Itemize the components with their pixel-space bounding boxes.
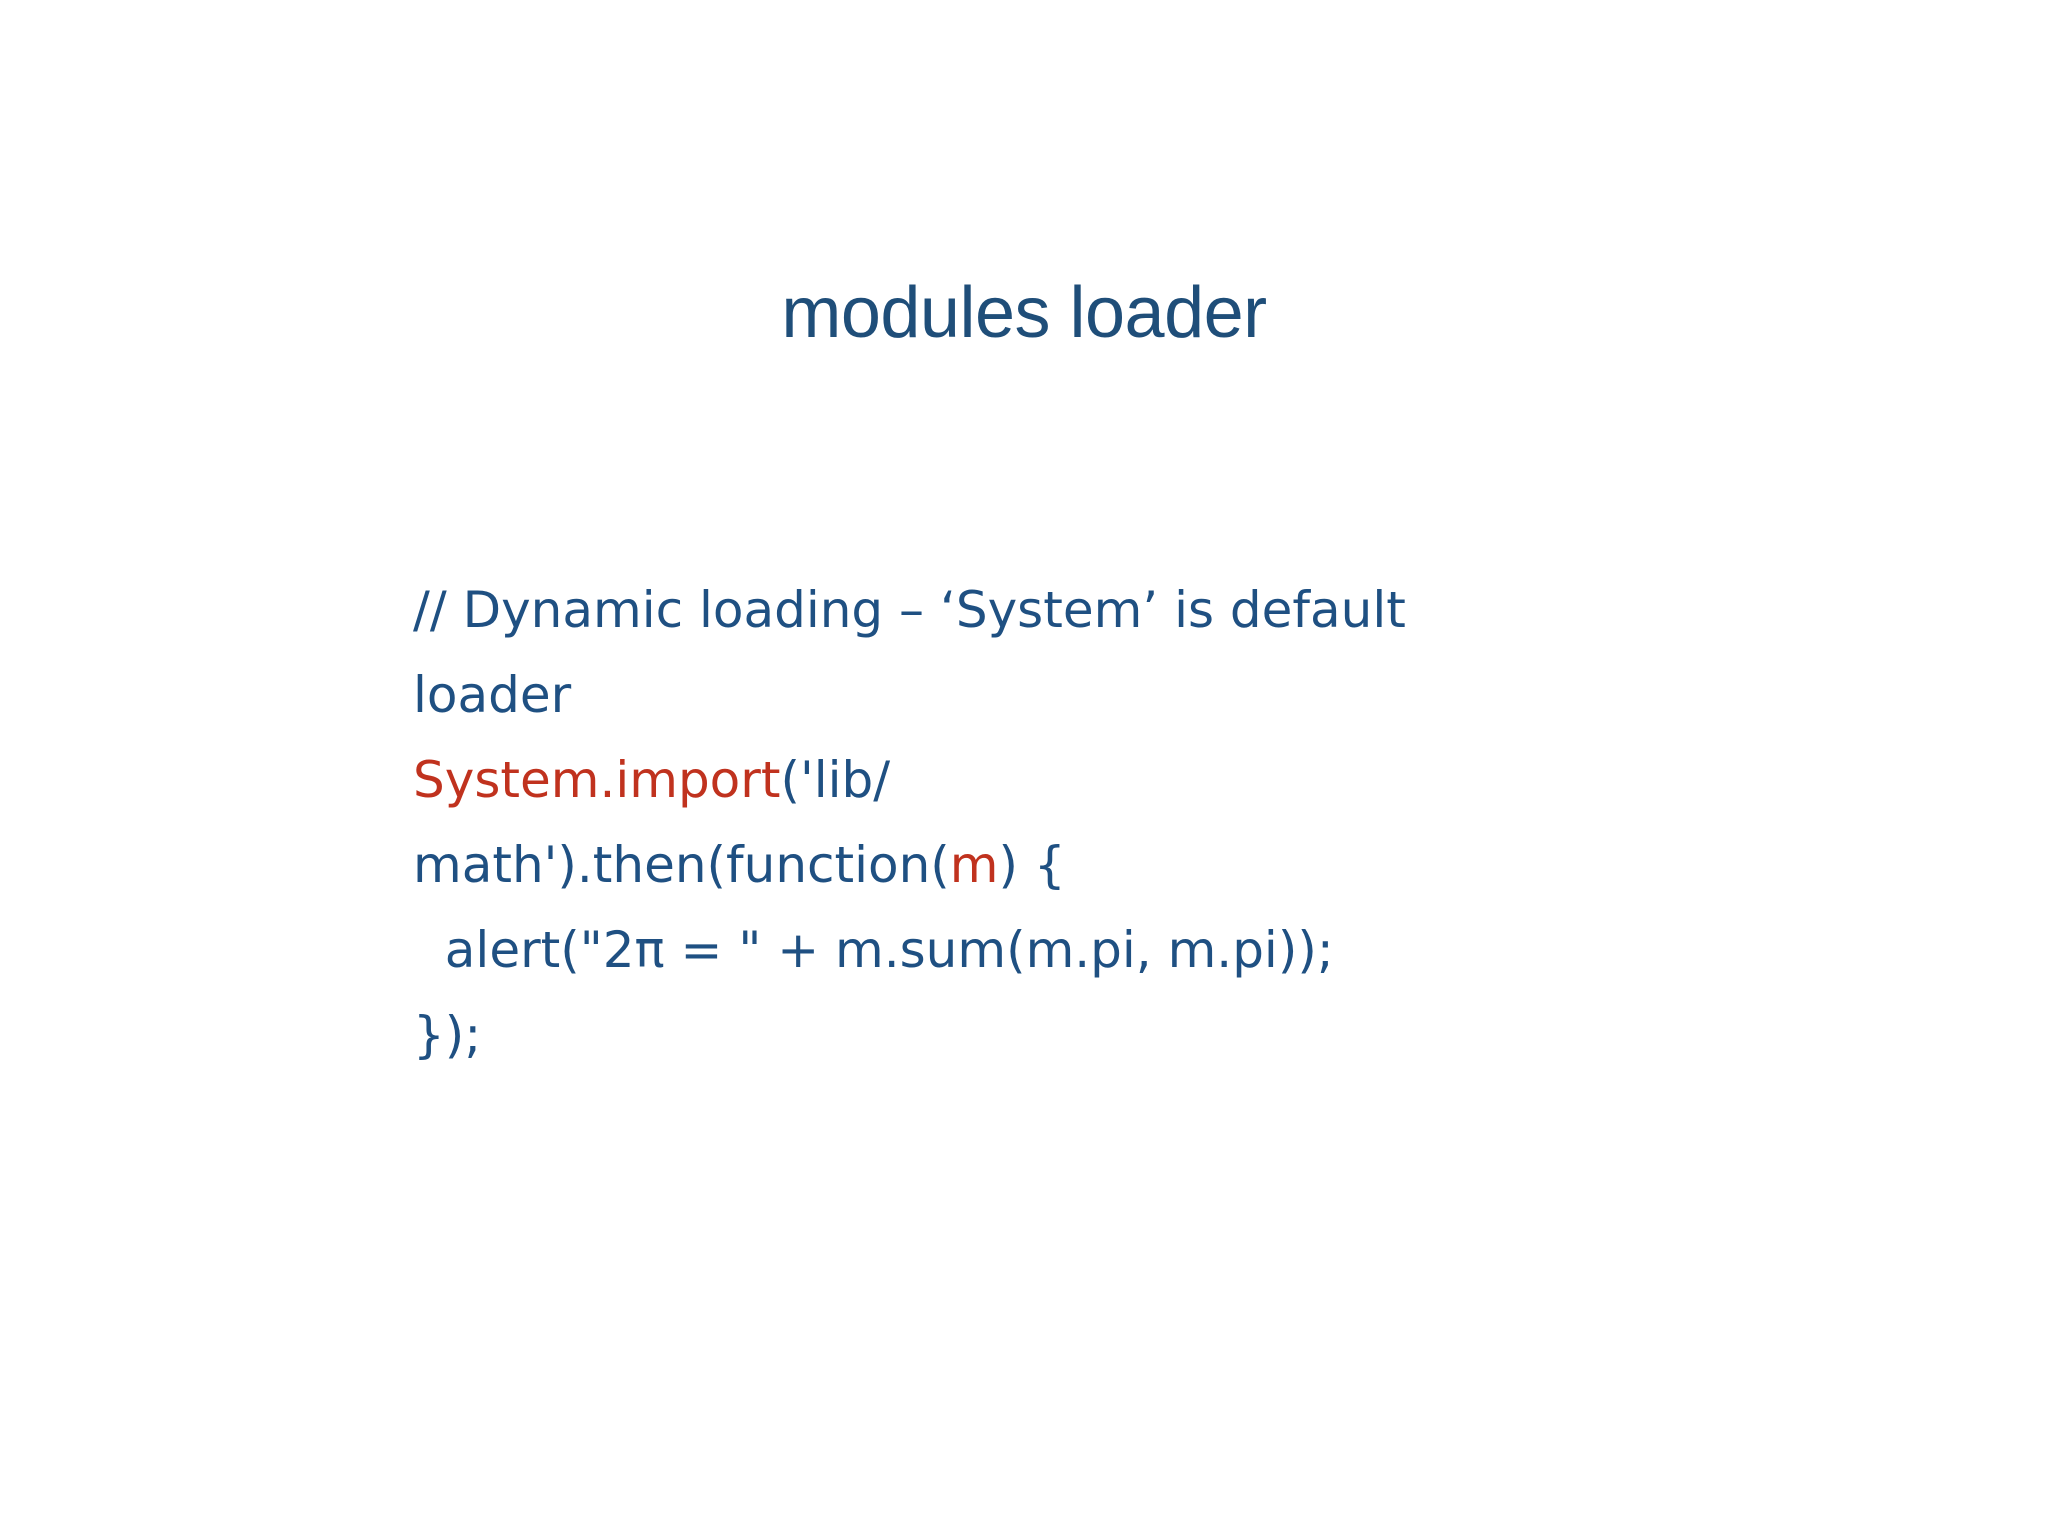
code-line: System.import('lib/ xyxy=(413,738,1613,823)
page-title: modules loader xyxy=(781,273,1267,354)
code-token-default: ) { xyxy=(998,836,1066,894)
code-line: math').then(function(m) { xyxy=(413,823,1613,908)
code-token-keyword: System.import xyxy=(413,751,781,809)
code-token-default: // Dynamic loading – ‘System’ is default xyxy=(413,581,1406,639)
code-line: }); xyxy=(413,993,1613,1078)
code-token-default: }); xyxy=(413,1006,482,1064)
code-line: alert("2π = " + m.sum(m.pi, m.pi)); xyxy=(413,908,1613,993)
code-line: loader xyxy=(413,653,1613,738)
code-token-default: alert("2π = " + m.sum(m.pi, m.pi)); xyxy=(413,921,1334,979)
code-token-default: ('lib/ xyxy=(780,751,891,809)
code-line: // Dynamic loading – ‘System’ is default xyxy=(413,568,1613,653)
code-block: // Dynamic loading – ‘System’ is default… xyxy=(413,568,1613,1078)
code-token-default: loader xyxy=(413,666,572,724)
code-token-param: m xyxy=(949,836,999,894)
code-token-default: math').then(function( xyxy=(413,836,950,894)
